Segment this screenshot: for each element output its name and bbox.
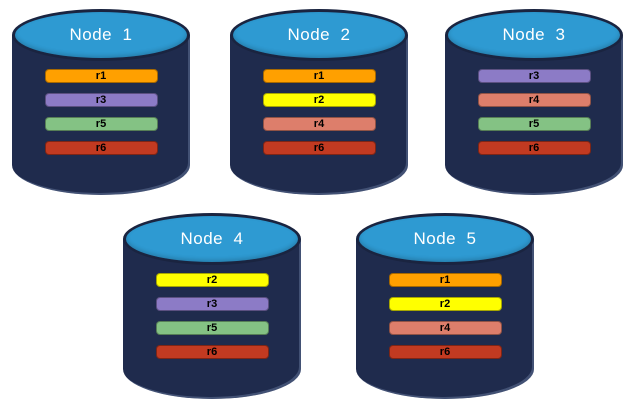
replica-bar: r4 <box>477 93 591 107</box>
replica-bar: r5 <box>155 321 269 335</box>
replica-bar: r6 <box>262 141 376 155</box>
replica-bar: r2 <box>262 93 376 107</box>
replica-bar: r1 <box>388 273 502 287</box>
replica-bar: r3 <box>477 69 591 83</box>
replica-bar: r4 <box>388 321 502 335</box>
replica-bar: r5 <box>44 117 158 131</box>
replica-bar: r6 <box>388 345 502 359</box>
node-cylinder-5: Node 5 r1 r2 r4 r6 <box>356 213 534 399</box>
node-cylinder-1: Node 1 r1 r3 r5 r6 <box>12 9 190 195</box>
cylinder-top-ellipse: Node 5 <box>356 213 534 265</box>
cylinder-body <box>12 35 190 195</box>
cylinder-top-ellipse: Node 3 <box>445 9 623 61</box>
node-title: Node 1 <box>69 25 133 44</box>
replica-list: r3 r4 r5 r6 <box>445 69 623 155</box>
replica-list: r2 r3 r5 r6 <box>123 273 301 359</box>
replica-bar: r3 <box>155 297 269 311</box>
cylinder-body <box>230 35 408 195</box>
replica-bar: r3 <box>44 93 158 107</box>
cylinder-top-ellipse: Node 2 <box>230 9 408 61</box>
node-cylinder-3: Node 3 r3 r4 r5 r6 <box>445 9 623 195</box>
replica-bar: r6 <box>44 141 158 155</box>
replica-bar: r1 <box>262 69 376 83</box>
node-title: Node 4 <box>180 229 244 248</box>
cylinder-top-ellipse: Node 4 <box>123 213 301 265</box>
cylinder-top-ellipse: Node 1 <box>12 9 190 61</box>
replica-bar: r6 <box>155 345 269 359</box>
replica-bar: r2 <box>155 273 269 287</box>
replica-list: r1 r2 r4 r6 <box>356 273 534 359</box>
node-title: Node 3 <box>502 25 566 44</box>
cylinder-body <box>445 35 623 195</box>
replica-bar: r4 <box>262 117 376 131</box>
replica-list: r1 r2 r4 r6 <box>230 69 408 155</box>
node-cylinder-4: Node 4 r2 r3 r5 r6 <box>123 213 301 399</box>
replica-bar: r2 <box>388 297 502 311</box>
node-title: Node 2 <box>287 25 351 44</box>
cylinder-body <box>123 239 301 399</box>
replica-bar: r6 <box>477 141 591 155</box>
replica-bar: r5 <box>477 117 591 131</box>
node-title: Node 5 <box>413 229 477 248</box>
replica-list: r1 r3 r5 r6 <box>12 69 190 155</box>
replica-bar: r1 <box>44 69 158 83</box>
cylinder-body <box>356 239 534 399</box>
node-cylinder-2: Node 2 r1 r2 r4 r6 <box>230 9 408 195</box>
